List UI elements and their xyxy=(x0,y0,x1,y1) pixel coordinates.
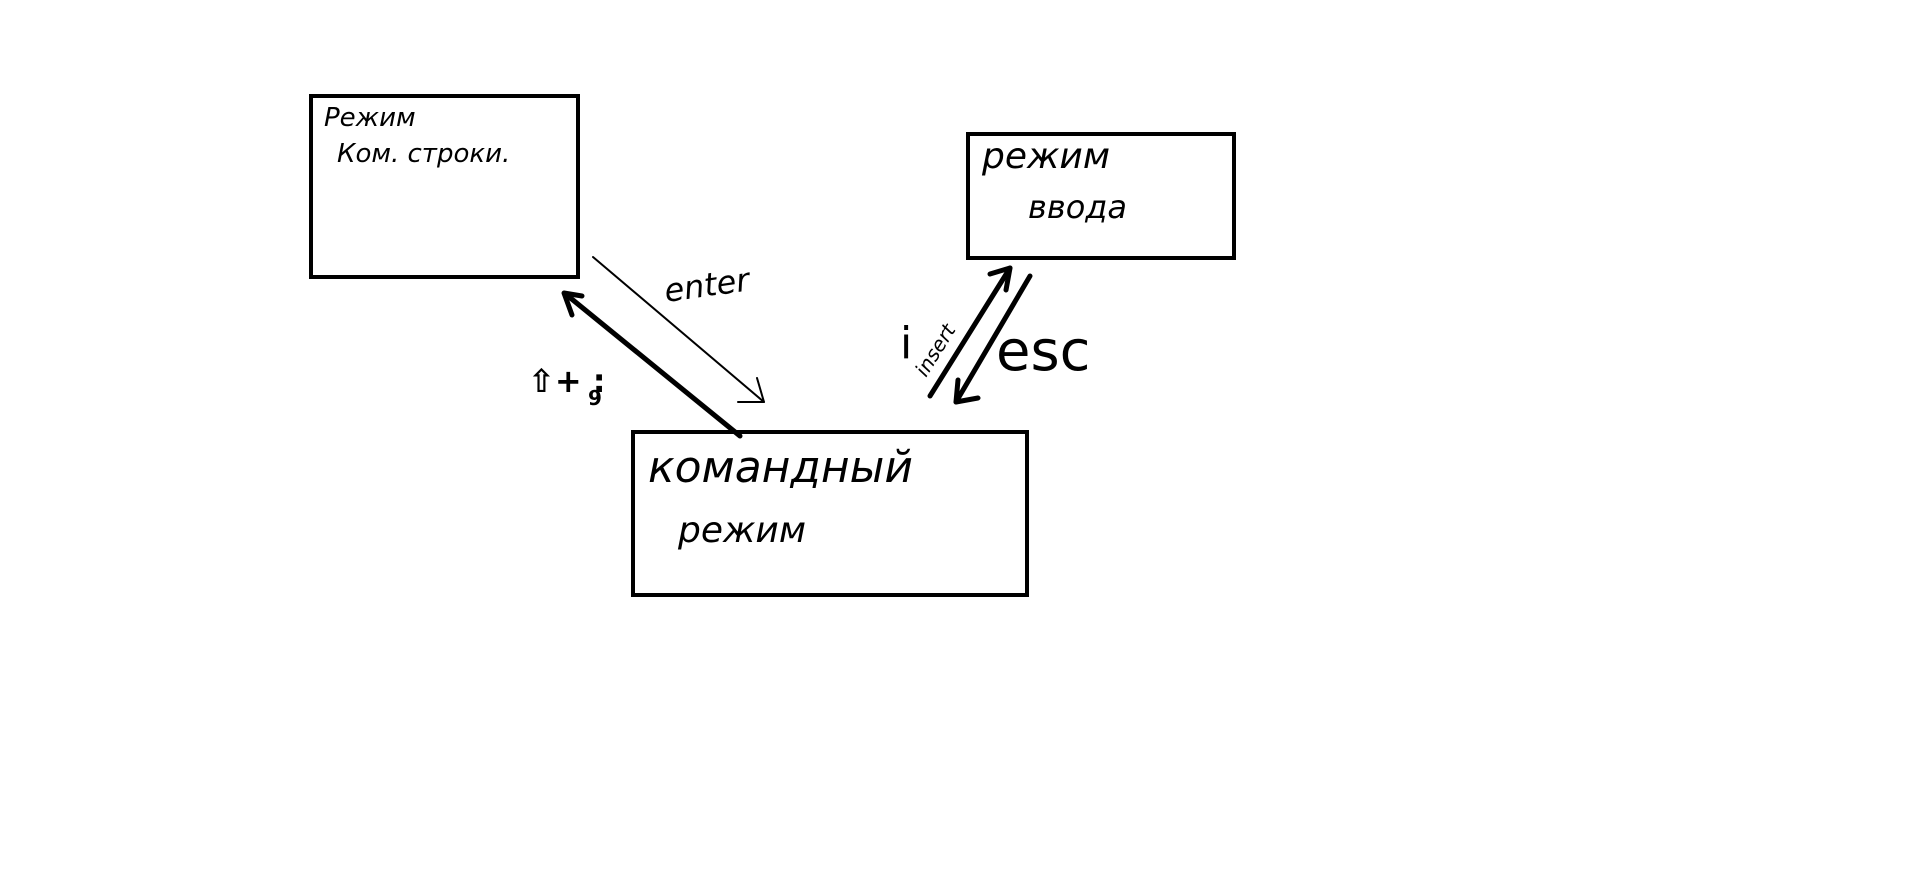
insert-mode-box xyxy=(966,132,1236,260)
cmdline-mode-label-1: Режим xyxy=(324,103,416,133)
shift-colon-label: ⇧+ : xyxy=(528,362,606,400)
insert-arrow xyxy=(927,265,1013,399)
enter-label: enter xyxy=(662,260,754,310)
command-mode-label-2: режим xyxy=(677,510,806,551)
command-mode-label-1: командный xyxy=(648,442,913,493)
esc-label: esc xyxy=(996,319,1090,384)
insert-mode-node: режим ввода xyxy=(966,132,1236,260)
shift-colon-arrow xyxy=(561,290,743,439)
command-mode-node: командный режим xyxy=(631,430,1029,597)
cmdline-mode-box xyxy=(309,94,580,279)
cmdline-mode-node: Режим Ком. строки. xyxy=(309,94,580,279)
insert-mode-label-1: режим xyxy=(981,136,1110,177)
esc-arrow xyxy=(953,273,1033,405)
insert-label: insert xyxy=(910,319,961,381)
enter-arrow xyxy=(592,256,765,403)
i-label: i xyxy=(900,318,912,369)
cmdline-mode-label-2: Ком. строки. xyxy=(337,139,510,169)
command-mode-box xyxy=(631,430,1029,597)
insert-mode-label-2: ввода xyxy=(1028,188,1127,226)
shift-colon-key-sub: 9 xyxy=(588,386,602,410)
